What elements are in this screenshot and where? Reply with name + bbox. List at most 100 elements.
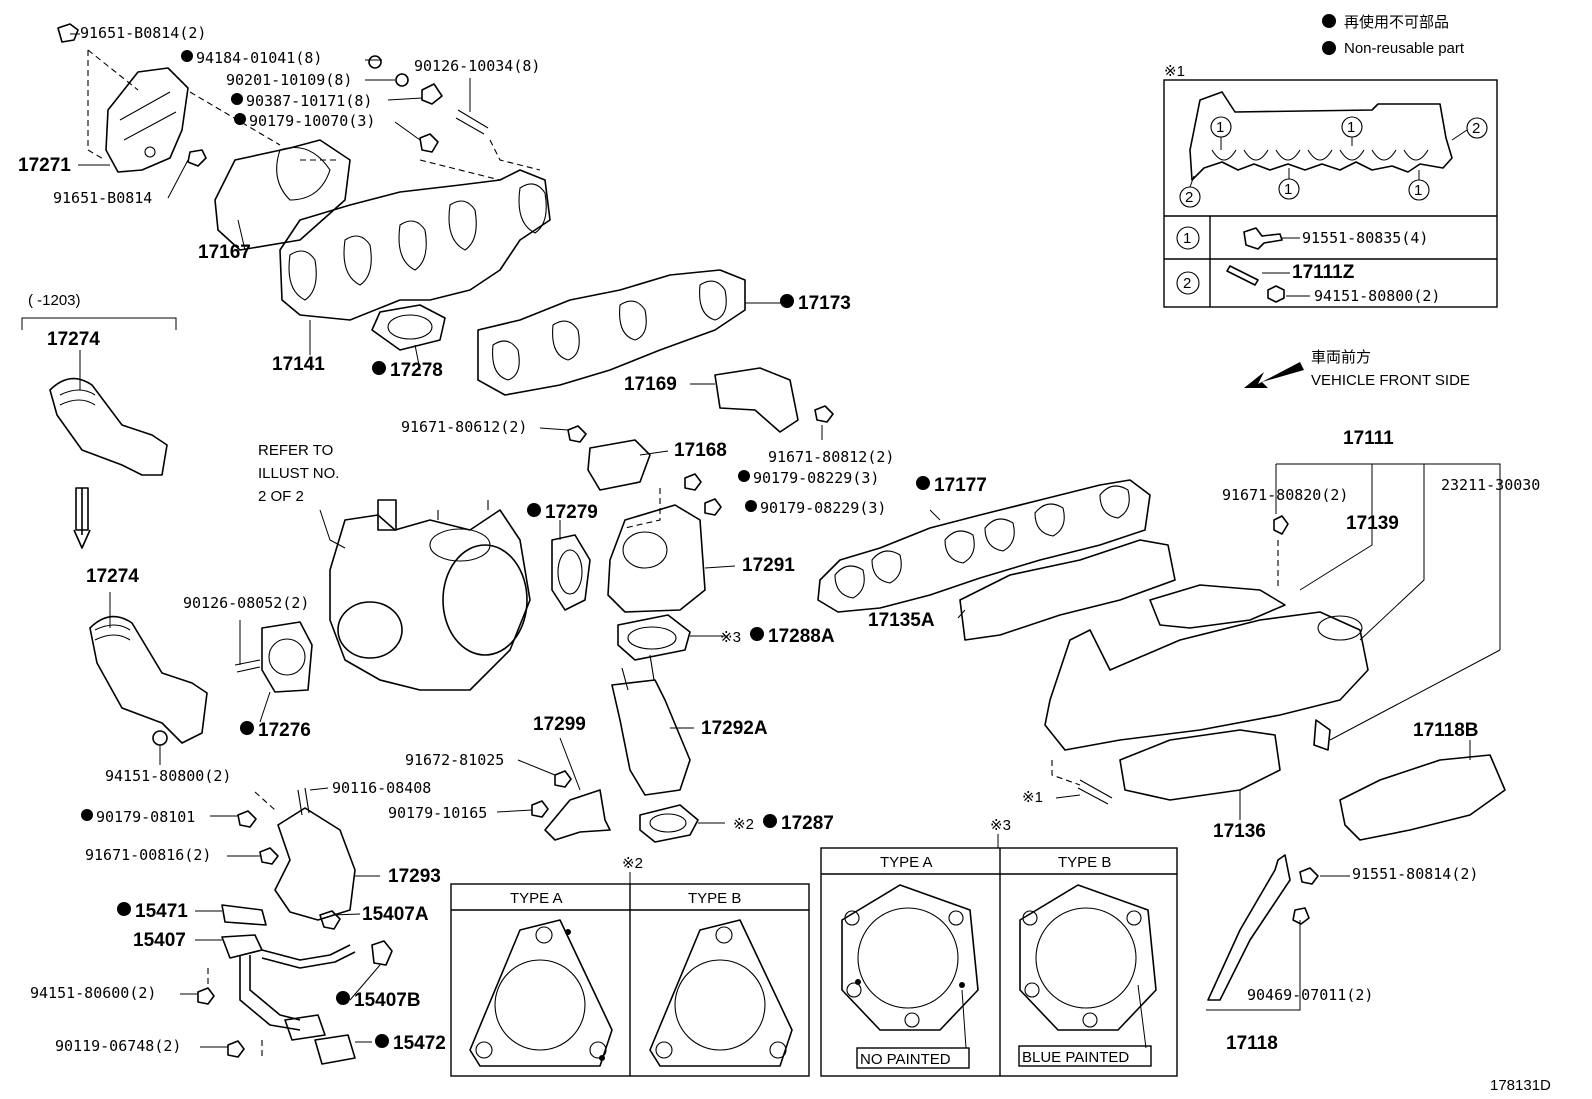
oil-pipe-group	[197, 787, 393, 1065]
svg-text:2: 2	[1472, 120, 1480, 137]
flange-15407	[221, 934, 263, 959]
part-number-text: 17177	[934, 475, 987, 496]
part-number-text: 17278	[390, 360, 443, 381]
bolt-icon	[237, 810, 279, 865]
part-number-p06: 17169	[624, 374, 677, 395]
part-number-text: 17173	[798, 293, 851, 314]
air-hose-group	[21, 317, 313, 746]
front-arrow-icon	[1244, 362, 1304, 388]
gasket-type-b-painted	[1019, 884, 1157, 1031]
non-reusable-dot-icon	[336, 991, 350, 1005]
part-number-p01: 17271	[18, 155, 71, 176]
part-label-text: 90179-08101	[96, 808, 195, 826]
part-label-text: 91672-81025	[405, 751, 504, 769]
nut-icon	[368, 55, 382, 69]
non-reusable-dot-icon	[745, 500, 757, 512]
nut-icon	[419, 133, 439, 153]
callout-labels: 91651-B0814(2)94184-01041(8)90201-10109(…	[18, 24, 1540, 1055]
intake-gasket-17177	[817, 479, 1151, 613]
non-reusable-dot-icon	[117, 902, 131, 916]
part-label-l20: 91671-00816(2)	[85, 846, 211, 864]
part-number-p10: 17139	[1346, 513, 1399, 534]
note3-box: ※3 TYPE A TYPE B NO PAINTED BLUE PAINTED	[820, 817, 1178, 1077]
part-number-p23: 17293	[388, 866, 441, 887]
part-number-p24: 15471	[117, 901, 188, 922]
gasket-17288A	[617, 614, 691, 661]
gasket-17287	[639, 804, 699, 843]
stud-icon	[1077, 779, 1113, 805]
part-number-p09: 17111	[1343, 428, 1394, 449]
non-reusable-dot-icon	[231, 93, 243, 105]
air-hose-17274-old	[49, 377, 168, 476]
part-label-text: 90126-10034(8)	[414, 57, 540, 75]
refer-line-2: ILLUST NO.	[258, 465, 339, 482]
part-label-l21: 94151-80600(2)	[30, 984, 156, 1002]
svg-text:1: 1	[1414, 182, 1422, 199]
part-label-l12: 91671-80820(2)	[1222, 486, 1348, 504]
part-number-text: 17276	[258, 720, 311, 741]
callout-2-icon	[1176, 271, 1200, 295]
replacement-arrow-icon	[73, 487, 91, 549]
vehicle-front-indicator: 車両前方 VEHICLE FRONT SIDE	[1244, 349, 1470, 389]
part-label-text: 91671-80812(2)	[768, 448, 894, 466]
insulator-17136	[1119, 729, 1281, 801]
part-label-l11: 90179-08229(3)	[745, 499, 886, 517]
part-label-l06: 90126-10034(8)	[414, 57, 540, 75]
part-label-text: 91551-80814(2)	[1352, 865, 1478, 883]
note1-ref-mark: ※1	[1022, 789, 1043, 806]
part-label-l23: 91551-80814(2)	[1352, 865, 1478, 883]
intake-heat-insulator-17135A	[959, 539, 1176, 641]
part-number-text: 15471	[135, 901, 188, 922]
callout-2-icon	[1466, 117, 1488, 139]
part-label-text: 23211-30030	[1441, 476, 1540, 494]
part-number-p25: 15407A	[362, 904, 429, 925]
blue-painted-text: BLUE PAINTED	[1022, 1049, 1129, 1066]
part-number-text: 15407	[133, 930, 186, 951]
part-number-p26: 15407	[133, 930, 186, 951]
gasket-type-b	[649, 919, 793, 1067]
oil-pipe-15407	[239, 944, 356, 1031]
part-label-text: 91651-B0814(2)	[80, 24, 206, 42]
part-label-l19: 90179-08101	[81, 808, 195, 826]
part-number-p05: 17173	[780, 293, 851, 314]
part-label-l14: 90126-08052(2)	[183, 594, 309, 612]
part-label-l24: 90469-07011(2)	[1247, 986, 1373, 1004]
bolt-icon	[531, 770, 572, 818]
part-number-p03: 17141	[272, 354, 325, 375]
part-label-text: 91671-80612(2)	[401, 418, 527, 436]
air-hose-17274-new	[89, 615, 208, 744]
part-number-p07: 17168	[674, 440, 727, 461]
washer-icon	[395, 73, 409, 87]
part-number-text: 17136	[1213, 821, 1266, 842]
gasket-type-a	[469, 919, 613, 1067]
note1-bolt-label: 91551-80835(4)	[1302, 229, 1428, 247]
clip-icon	[1292, 907, 1310, 925]
stay-17118	[1207, 854, 1291, 1001]
part-number-text: 15407A	[362, 904, 429, 925]
callout-1-icon	[1176, 226, 1200, 250]
exhaust-manifold-17141	[279, 169, 551, 321]
part-number-text: 17271	[18, 155, 71, 176]
legend-jp-text: 再使用不可部品	[1344, 14, 1449, 31]
part-label-text: 91671-00816(2)	[85, 846, 211, 864]
part-label-text: 90179-10070(3)	[249, 112, 375, 130]
part-label-l09: 91671-80812(2)	[768, 448, 894, 466]
bolt-icon	[1273, 515, 1289, 535]
part-number-p02: 17167	[198, 242, 251, 263]
stud-icon	[621, 654, 655, 691]
part-number-text: 17274	[47, 329, 100, 350]
leader-lines	[70, 33, 1471, 1048]
part-label-text: 91651-B0814	[53, 189, 152, 207]
exhaust-pipe-group	[531, 473, 722, 843]
stud-icon	[234, 659, 261, 673]
bolt-icon	[197, 987, 245, 1058]
note2-type-b: TYPE B	[688, 890, 741, 907]
note1-stud-number: 17111Z	[1292, 262, 1355, 283]
insulator-17118B	[1339, 754, 1506, 841]
gasket-15472	[284, 1014, 326, 1041]
heat-shield-17168	[587, 439, 651, 491]
nut-icon	[421, 83, 443, 105]
